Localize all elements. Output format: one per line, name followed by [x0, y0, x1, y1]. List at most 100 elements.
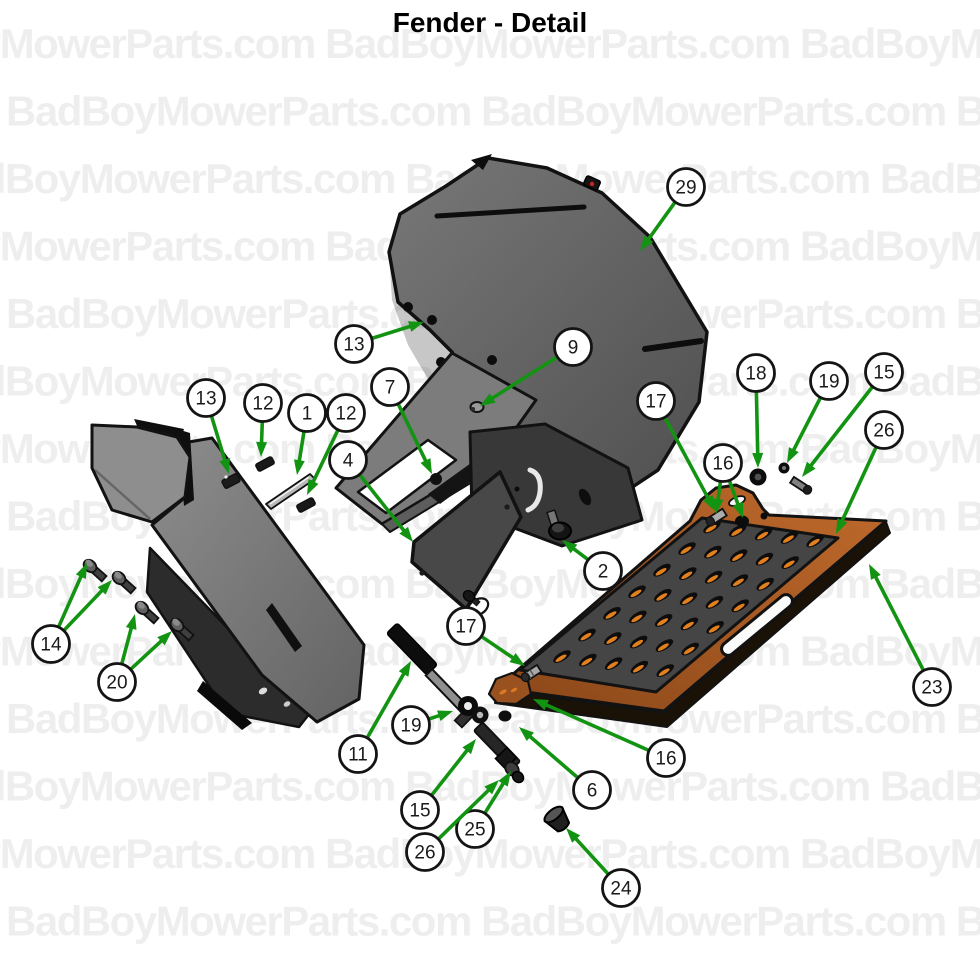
watermark-text: BadBoyMowerParts.com BadBoyMowerParts.co… [0, 20, 980, 67]
callout-number: 16 [655, 749, 676, 770]
callout-arrowhead [293, 459, 305, 475]
clip-12 [296, 497, 316, 513]
tread-grid [553, 520, 824, 677]
callout-number: 4 [343, 451, 354, 472]
callout-29[interactable]: 29 [640, 167, 706, 252]
callout-arrow-line [372, 323, 414, 340]
callout-circle[interactable] [809, 361, 849, 401]
callout-arrowhead [802, 461, 816, 477]
callout-arrowhead [562, 540, 578, 554]
callout-number: 14 [40, 635, 62, 656]
callout-arrowhead [256, 441, 268, 457]
clip-13 [221, 472, 241, 490]
callout-circle[interactable] [31, 624, 71, 664]
callout-circle[interactable] [405, 832, 445, 872]
fender-slot [642, 338, 704, 352]
callout-26-b[interactable]: 26 [405, 780, 500, 872]
callout-number: 24 [610, 879, 632, 900]
callout-circle[interactable] [553, 327, 593, 367]
callout-18[interactable]: 18 [736, 353, 776, 469]
callout-14[interactable]: 14 [31, 563, 113, 664]
callout-9[interactable]: 9 [480, 327, 593, 407]
callout-circle[interactable] [338, 734, 378, 774]
frame-hole [514, 486, 520, 492]
callout-circle[interactable] [912, 667, 952, 707]
callout-24[interactable]: 24 [566, 828, 641, 908]
callout-circle[interactable] [864, 410, 904, 450]
callout-arrowhead [703, 495, 715, 511]
callout-circle[interactable] [636, 381, 676, 421]
callout-6[interactable]: 6 [519, 727, 612, 810]
handle-slot [720, 593, 794, 657]
callout-circle[interactable] [97, 662, 137, 702]
callout-circle[interactable] [287, 393, 327, 433]
callout-circle[interactable] [666, 167, 706, 207]
plate-cutout [356, 438, 458, 515]
callout-16[interactable]: 16 [703, 443, 744, 519]
fender-edge-guard [266, 603, 302, 652]
callout-13[interactable]: 13 [334, 321, 425, 364]
callout-circle[interactable] [400, 790, 440, 830]
mount-bolt [169, 617, 195, 642]
callout-circle[interactable] [370, 367, 410, 407]
callout-circle[interactable] [243, 383, 283, 423]
callout-arrowhead [509, 653, 525, 666]
callout-26[interactable]: 26 [836, 410, 904, 535]
callout-17[interactable]: 17 [636, 381, 716, 512]
callout-circle[interactable] [326, 393, 366, 433]
callout-number: 12 [252, 394, 273, 415]
callout-circle[interactable] [572, 770, 612, 810]
damper-rod-part [386, 589, 525, 784]
callout-15-b[interactable]: 15 [400, 739, 477, 830]
corner-tread [499, 689, 507, 695]
bolt-15 [788, 475, 813, 495]
callout-2[interactable]: 2 [562, 540, 623, 591]
callout-arrowhead [157, 631, 172, 646]
tread-highlight [732, 578, 744, 587]
corner-tread [510, 687, 518, 693]
callout-12[interactable]: 12 [243, 383, 283, 458]
tread-highlight [782, 535, 794, 543]
callout-7[interactable]: 7 [370, 367, 433, 475]
callout-circle[interactable] [601, 868, 641, 908]
callout-arrow-line [130, 637, 165, 671]
callout-1[interactable]: 1 [287, 393, 327, 476]
callout-25[interactable]: 25 [455, 771, 512, 849]
callout-4[interactable]: 4 [328, 440, 414, 543]
callout-17-b[interactable]: 17 [446, 606, 526, 667]
callout-12-b[interactable]: 12 [307, 393, 366, 496]
callout-circle[interactable] [864, 352, 904, 392]
callout-arrowhead [533, 699, 549, 711]
watermark-text: BadBoyMowerParts.com BadBoyMowerParts.co… [6, 88, 980, 135]
fender-bolt [403, 302, 413, 312]
callout-11[interactable]: 11 [338, 661, 412, 774]
callout-circle[interactable] [446, 606, 486, 646]
callout-circle[interactable] [455, 809, 495, 849]
frame-oval-hole [578, 488, 592, 506]
panel-hole [504, 504, 510, 510]
callout-circle[interactable] [328, 440, 368, 480]
panel-hole [419, 570, 425, 576]
callout-13-b[interactable]: 13 [186, 378, 230, 475]
callout-circle[interactable] [334, 324, 374, 364]
callout-23[interactable]: 23 [869, 564, 952, 707]
callout-20[interactable]: 20 [97, 614, 173, 702]
tread-highlight [733, 603, 745, 612]
callout-arrowhead [437, 710, 453, 721]
callout-circle[interactable] [186, 378, 226, 418]
callout-19[interactable]: 19 [787, 361, 849, 464]
callout-circle[interactable] [736, 353, 776, 393]
callout-arrowhead [519, 727, 534, 741]
callout-circle[interactable] [646, 738, 686, 778]
end-washer-26 [511, 770, 525, 784]
washer-hole [476, 711, 484, 719]
callout-19-b[interactable]: 19 [391, 705, 454, 745]
callout-15[interactable]: 15 [802, 352, 904, 478]
callout-circle[interactable] [583, 551, 623, 591]
tread-highlight [555, 654, 567, 662]
callout-circle[interactable] [703, 443, 743, 483]
bolt-7 [430, 473, 442, 485]
callout-16-b[interactable]: 16 [533, 699, 686, 778]
callout-circle[interactable] [391, 705, 431, 745]
